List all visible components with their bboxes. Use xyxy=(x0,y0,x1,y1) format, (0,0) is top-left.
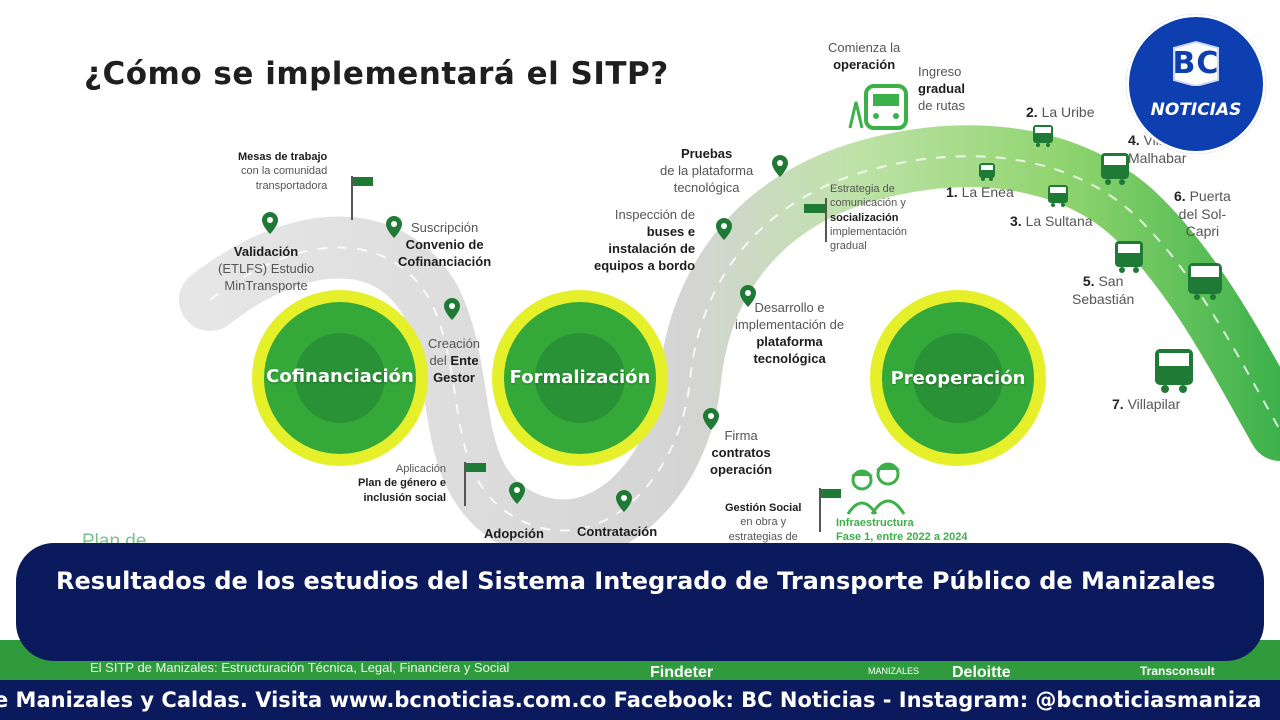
partial-plan-label: Plan de xyxy=(82,531,147,543)
flag-icon xyxy=(804,198,827,242)
map-pin-icon xyxy=(262,212,278,234)
route-stop-2: 2. La Uribe xyxy=(1026,104,1095,120)
map-pin-icon xyxy=(703,408,719,430)
phase-circle-formalizacion xyxy=(492,290,668,466)
map-pin-icon xyxy=(444,298,460,320)
sponsor-manizales: MANIZALES xyxy=(868,666,920,676)
news-caption: Resultados de los estudios del Sistema I… xyxy=(16,543,1264,661)
bc-noticias-logo: BC NOTICIAS xyxy=(1126,14,1266,154)
route-stop-7: 7. Villapilar xyxy=(1112,396,1181,412)
phase-label-formalizacion: Formalización xyxy=(509,367,651,388)
bus-icon xyxy=(1115,241,1143,273)
slide-title: ¿Cómo se implementará el SITP? xyxy=(84,56,669,92)
milestone-contratacion: Contratación xyxy=(577,524,658,539)
route-stop-3: 3. La Sultana xyxy=(1010,213,1093,229)
bus-icon xyxy=(1188,263,1222,300)
phase-label-cofinanciacion: Cofinanciación xyxy=(266,366,414,387)
phase-label-preoperacion: Preoperación xyxy=(890,368,1026,389)
sponsor-findeter: Findeter xyxy=(650,664,714,681)
phase-circle-preoperacion xyxy=(870,290,1046,466)
map-pin-icon xyxy=(616,490,632,512)
route-stop-1: 1. La Enea xyxy=(946,184,1014,200)
bus-start-icon xyxy=(848,84,908,130)
map-pin-icon xyxy=(772,155,788,177)
milestone-adopcion: Adopción xyxy=(484,526,544,541)
flag-icon xyxy=(464,462,486,506)
workers-icon xyxy=(846,462,906,515)
news-ticker: e Manizales y Caldas. Visita www.bcnotic… xyxy=(0,680,1280,720)
map-pin-icon xyxy=(509,482,525,504)
map-pin-icon xyxy=(740,285,756,307)
bus-icon xyxy=(1048,185,1068,207)
flag-icon xyxy=(351,176,373,220)
bus-icon xyxy=(1155,349,1193,393)
phase-circle-cofinanciacion xyxy=(252,290,428,466)
bus-icon xyxy=(979,163,995,181)
bus-icon xyxy=(1101,153,1129,185)
map-pin-icon xyxy=(386,216,402,238)
logo-letters: BC xyxy=(1172,46,1220,81)
sponsor-deloitte: Deloitte xyxy=(952,664,1011,681)
flag-icon xyxy=(819,488,841,532)
map-pin-icon xyxy=(716,218,732,240)
sponsor-transconsult: Transconsult xyxy=(1140,664,1215,678)
logo-cube-icon xyxy=(1173,40,1219,86)
ticker-text: e Manizales y Caldas. Visita www.bcnotic… xyxy=(0,688,1262,712)
bus-icon xyxy=(1033,125,1053,147)
slide-footer-text: El SITP de Manizales: Estructuración Téc… xyxy=(90,660,510,675)
logo-word: NOTICIAS xyxy=(1150,100,1242,120)
